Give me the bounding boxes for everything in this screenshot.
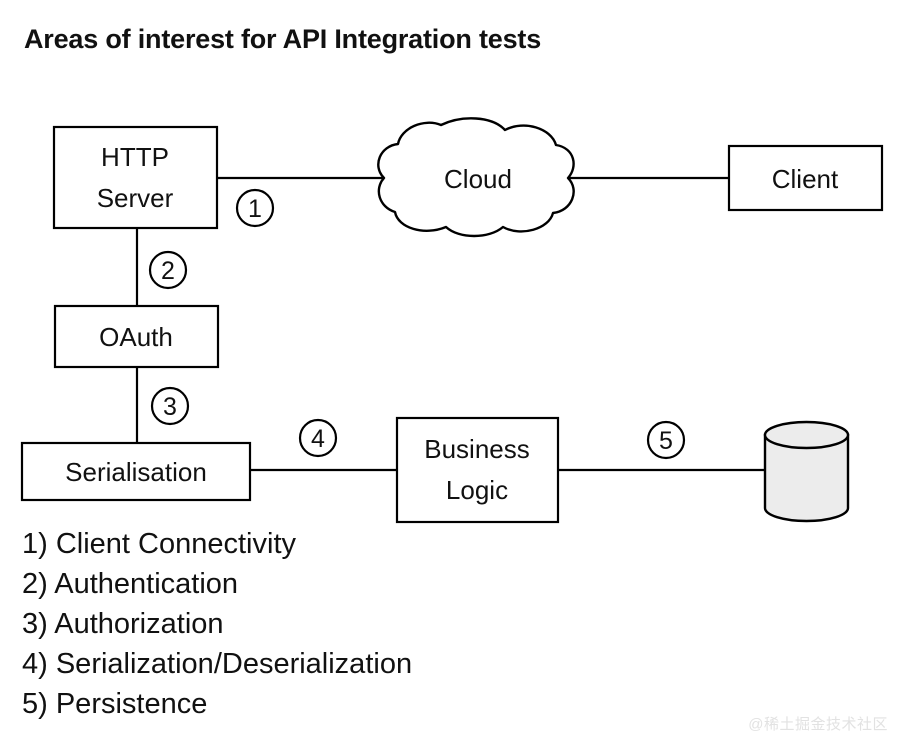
legend-list: 1) Client Connectivity 2) Authentication…: [22, 524, 542, 724]
node-business-logic-label-line1: Business: [424, 434, 530, 464]
marker-2: 2: [148, 250, 188, 290]
marker-1-number: 1: [248, 195, 262, 223]
connector-lines: [135, 176, 765, 472]
node-business-logic-box: [395, 416, 560, 524]
node-client-label: Client: [772, 164, 839, 194]
node-cloud-label: Cloud: [444, 164, 512, 194]
node-http-server-label-line1: HTTP: [101, 142, 169, 172]
marker-3-circle: [150, 386, 190, 426]
marker-5: 5: [646, 420, 686, 460]
node-business-logic[interactable]: Business Logic: [395, 416, 560, 524]
node-client[interactable]: Client: [727, 144, 884, 212]
node-oauth[interactable]: OAuth: [53, 304, 220, 369]
node-database[interactable]: [763, 420, 850, 523]
node-oauth-box: [53, 304, 220, 369]
legend-item: 4) Serialization/Deserialization: [22, 648, 413, 680]
node-serialisation-box: [20, 441, 252, 502]
node-cloud-shape: [377, 117, 575, 238]
marker-4-circle: [298, 418, 338, 458]
node-http-server-label-line2: Server: [97, 183, 174, 213]
legend-item: 2) Authentication: [22, 568, 239, 600]
node-business-logic-label-line2: Logic: [446, 475, 508, 505]
marker-2-number: 2: [161, 257, 175, 285]
node-serialisation[interactable]: Serialisation: [20, 441, 252, 502]
marker-4-number: 4: [311, 425, 325, 453]
node-client-box: [727, 144, 884, 212]
marker-3-number: 3: [163, 393, 177, 421]
page-title: Areas of interest for API Integration te…: [24, 24, 542, 54]
legend-item: 1) Client Connectivity: [22, 528, 296, 560]
marker-5-circle: [646, 420, 686, 460]
watermark: @稀土掘金技术社区: [748, 716, 888, 733]
node-oauth-label: OAuth: [99, 322, 173, 352]
node-http-server[interactable]: HTTP Server: [52, 125, 219, 230]
marker-5-number: 5: [659, 427, 673, 455]
node-cloud[interactable]: Cloud: [377, 117, 575, 238]
node-serialisation-label: Serialisation: [65, 457, 207, 487]
node-database-top: [763, 420, 850, 450]
node-http-server-box: [52, 125, 219, 230]
marker-4: 4: [298, 418, 338, 458]
legend-item: 5) Persistence: [22, 688, 208, 720]
marker-1-circle: [235, 188, 275, 228]
marker-2-circle: [148, 250, 188, 290]
marker-3: 3: [150, 386, 190, 426]
node-database-body: [763, 433, 850, 523]
legend-item: 3) Authorization: [22, 608, 224, 640]
marker-1: 1: [235, 188, 275, 228]
